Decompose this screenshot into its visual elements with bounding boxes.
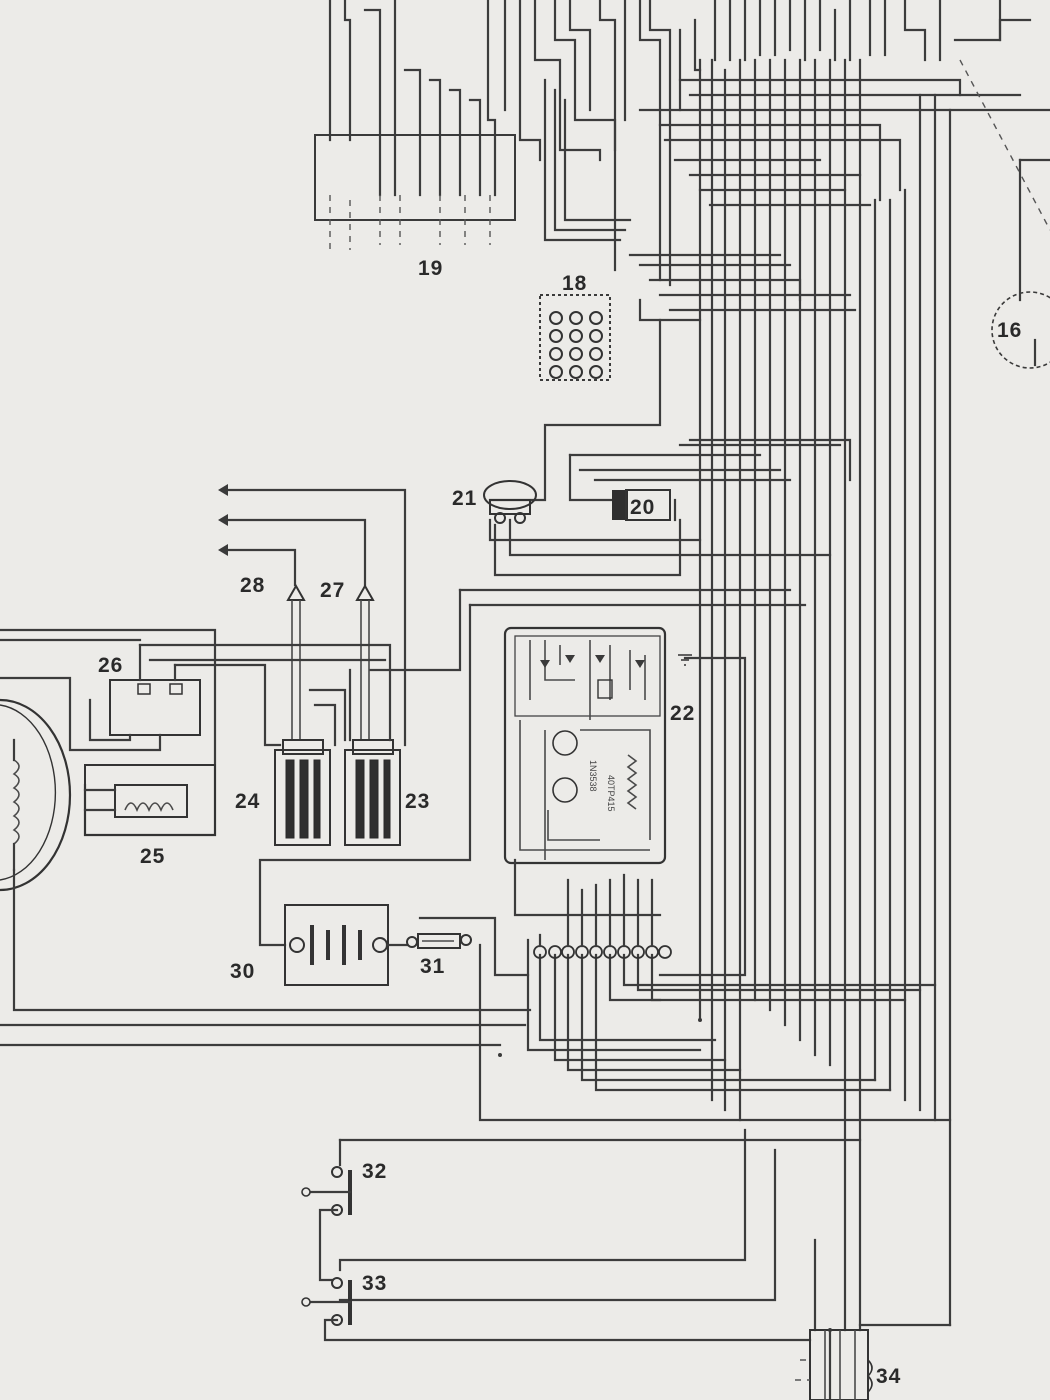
label-25: 25 <box>140 845 165 868</box>
component-18: 18 <box>539 272 611 381</box>
component-25: 25 <box>83 764 216 868</box>
label-32: 32 <box>362 1160 387 1183</box>
label-34: 34 <box>876 1365 901 1388</box>
lower-wires <box>0 943 952 1400</box>
component-16: 16 <box>959 59 1050 369</box>
connector-strip-22 <box>513 858 937 1092</box>
connector-18-pins <box>549 311 603 379</box>
svg-text:40TP415: 40TP415 <box>606 775 616 812</box>
label-31: 31 <box>420 955 445 978</box>
label-19: 19 <box>418 257 443 280</box>
right-trunk-wires <box>698 58 952 1332</box>
junction-dots <box>498 1018 832 1332</box>
component-19: 19 <box>314 134 516 280</box>
top-wire-bundle <box>328 0 1032 287</box>
component-20: 20 <box>612 489 671 521</box>
label-30: 30 <box>230 960 255 983</box>
coil-wires <box>138 643 392 747</box>
label-23: 23 <box>405 790 430 813</box>
label-18: 18 <box>562 272 587 295</box>
switch-32: 32 <box>301 1160 387 1282</box>
label-16: 16 <box>997 319 1022 342</box>
top-horizontal-wires <box>628 78 1050 322</box>
component-26: 26 <box>0 628 217 837</box>
component-22: 40TP415 1N3538 22 <box>503 626 747 977</box>
alternator-left <box>0 698 532 1012</box>
plugs-27-28: 28 27 <box>218 484 407 747</box>
label-21: 21 <box>452 487 477 510</box>
label-33: 33 <box>362 1272 387 1295</box>
connector-34: 34 <box>795 1329 901 1400</box>
component-31: 31 <box>385 916 530 978</box>
label-26: 26 <box>98 654 123 677</box>
component-21: 21 <box>452 480 537 524</box>
mid-wires <box>258 318 852 947</box>
battery-30: 30 <box>230 904 389 986</box>
svg-text:1N3538: 1N3538 <box>588 760 598 792</box>
coil-24: 24 <box>235 739 331 846</box>
switch-33: 33 <box>301 1272 812 1342</box>
label-27: 27 <box>320 579 345 602</box>
label-20: 20 <box>630 496 655 519</box>
coil-23: 23 <box>344 739 430 846</box>
label-24: 24 <box>235 790 260 813</box>
label-22: 22 <box>670 702 695 725</box>
label-28: 28 <box>240 574 265 597</box>
